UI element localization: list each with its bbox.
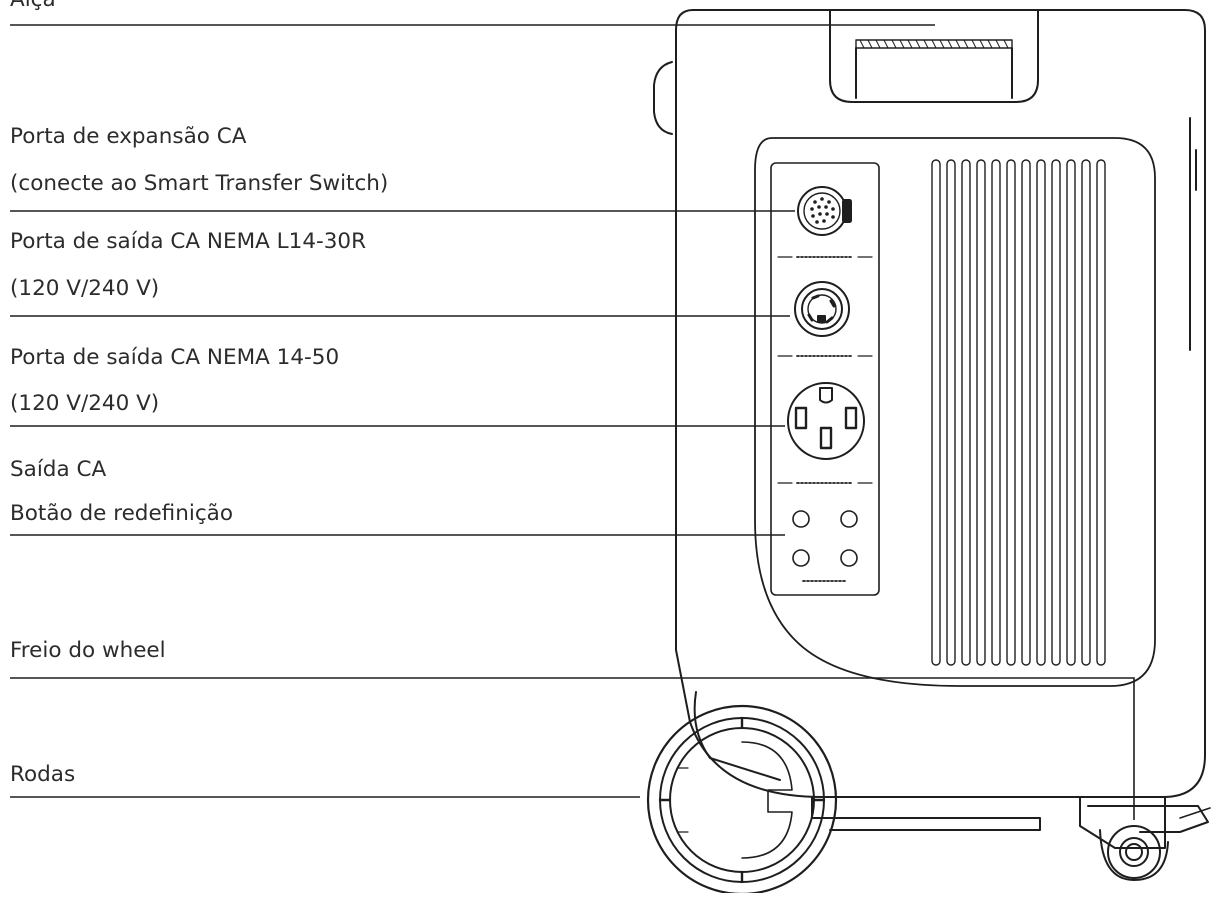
reset-button-2 [840,510,858,528]
handle-recess [829,9,1039,103]
rear-panel [754,137,1156,687]
handle-grip [855,47,1013,99]
port-dividers [777,256,873,484]
reset-button-4 [840,549,858,567]
label-handle: Alça [10,0,56,12]
handle-grip-hatch [859,39,1009,49]
label-nema-14-50-voltage: (120 V/240 V) [10,391,159,416]
reset-buttons [792,510,858,567]
port-strip [770,162,880,596]
nema-14-50-port [787,382,865,460]
label-l14-30r-port: Porta de saída CA NEMA L14-30R [10,229,366,254]
handle-grip-texture [855,39,1013,49]
label-ac-expansion-note: (conecte ao Smart Transfer Switch) [10,171,388,196]
base-frame [811,796,1041,831]
side-strap [1189,117,1197,351]
caster-wheel [1087,805,1211,881]
label-ac-expansion-port: Porta de expansão CA [10,124,247,149]
side-bumper [653,61,673,135]
label-reset-button: Botão de redefinição [10,501,233,526]
label-l14-30r-voltage: (120 V/240 V) [10,276,159,301]
reset-button-1 [792,510,810,528]
label-ac-output: Saída CA [10,457,106,482]
port-strip-markings [796,256,854,582]
label-wheel-brake: Freio do wheel [10,638,166,663]
caster-mount [1079,796,1166,849]
main-body [675,9,1206,798]
label-nema-14-50-port: Porta de saída CA NEMA 14-50 [10,345,339,370]
ac-expansion-port [797,186,852,236]
nema-l14-30r-port [794,281,850,337]
reset-button-3 [792,549,810,567]
device-illustration [646,9,1211,896]
leader-lines [10,24,1135,820]
large-wheel [646,704,838,896]
vent-slots [931,159,1106,666]
label-wheels: Rodas [10,762,75,787]
leader-wheel-brake [10,677,1135,820]
